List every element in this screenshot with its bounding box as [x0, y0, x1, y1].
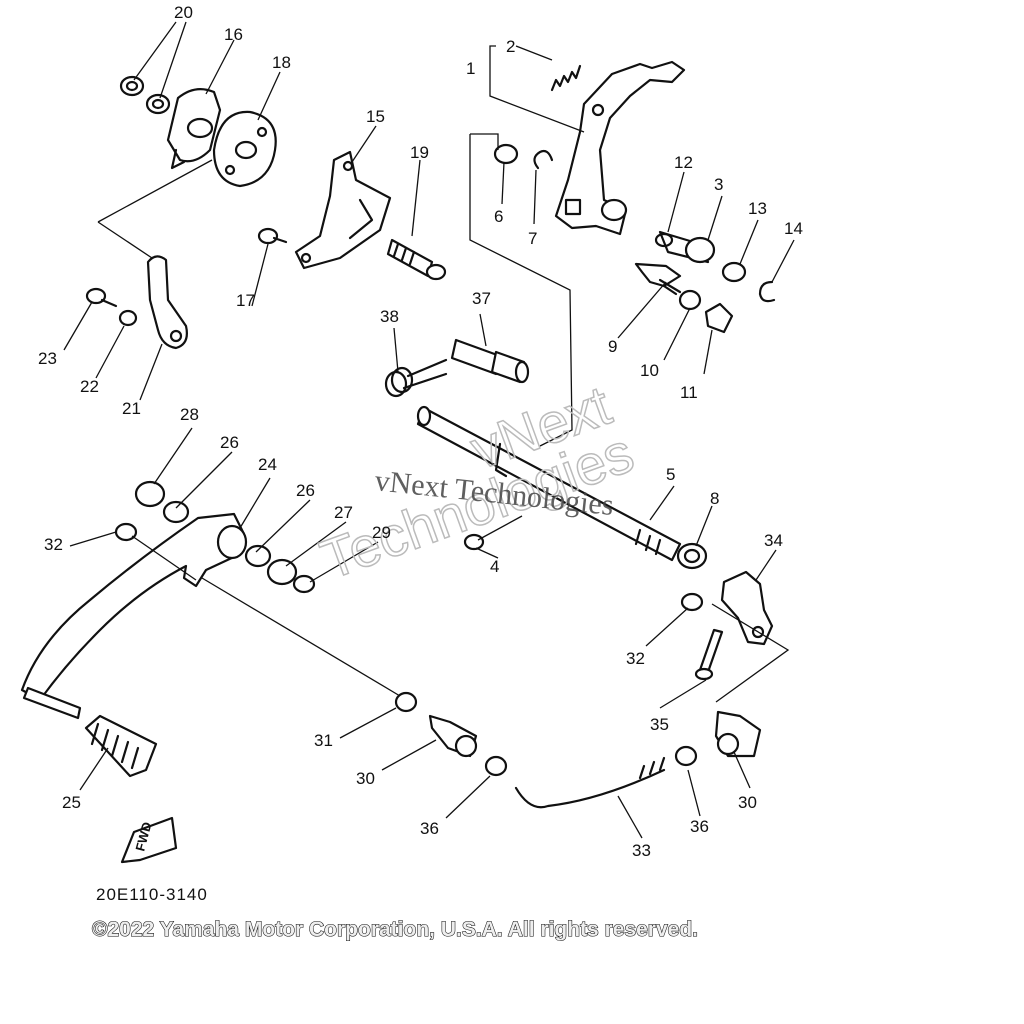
- callout-25: 25: [62, 793, 81, 812]
- leader-lines: [63, 21, 795, 839]
- part-36-nut-a: [484, 755, 508, 777]
- part-10-washer: [678, 289, 702, 311]
- callout-16: 16: [224, 25, 243, 44]
- part-37-pin: [450, 338, 530, 384]
- part-22-washer: [118, 309, 138, 327]
- callout-32-b: 32: [626, 649, 645, 668]
- callout-19: 19: [410, 143, 429, 162]
- part-30-joint-b: [714, 710, 762, 758]
- part-26-oring-b: [244, 544, 272, 568]
- part-26-oring-a: [162, 500, 190, 524]
- part-32-nut-a: [114, 522, 138, 542]
- callout-36-b: 36: [690, 817, 709, 836]
- callout-4: 4: [490, 557, 499, 576]
- callout-26-b: 26: [296, 481, 315, 500]
- part-25-rubber: [84, 714, 158, 778]
- part-1-shift-lever: [554, 60, 686, 236]
- part-16-cam-plate: [166, 87, 222, 170]
- callout-6: 6: [494, 207, 503, 226]
- part-2-spring: [550, 64, 582, 92]
- callout-38: 38: [380, 307, 399, 326]
- callout-28: 28: [180, 405, 199, 424]
- callout-2: 2: [506, 37, 515, 56]
- callout-35: 35: [650, 715, 669, 734]
- callout-36-a: 36: [420, 819, 439, 838]
- callout-27: 27: [334, 503, 353, 522]
- callout-34: 34: [764, 531, 783, 550]
- callout-18: 18: [272, 53, 291, 72]
- callout-37: 37: [472, 289, 491, 308]
- part-9-arm: [634, 262, 682, 296]
- callout-8: 8: [710, 489, 719, 508]
- callout-13: 13: [748, 199, 767, 218]
- part-8-seal: [676, 542, 708, 570]
- callout-10: 10: [640, 361, 659, 380]
- part-28-washer: [134, 480, 166, 508]
- callout-21: 21: [122, 399, 141, 418]
- part-14-circlip: [758, 280, 776, 303]
- part-7-circlip: [533, 149, 554, 170]
- part-29-nut: [292, 574, 316, 594]
- callout-1: 1: [466, 59, 475, 78]
- callout-22: 22: [80, 377, 99, 396]
- callout-17: 17: [236, 291, 255, 310]
- part-drawings: [20, 60, 776, 864]
- callout-15: 15: [366, 107, 385, 126]
- callout-20: 20: [174, 3, 193, 22]
- part-11-block: [704, 302, 734, 334]
- callout-32-a: 32: [44, 535, 63, 554]
- callout-7: 7: [528, 229, 537, 248]
- callout-29: 29: [372, 523, 391, 542]
- part-35-bolt: [694, 628, 724, 681]
- part-17-bolt: [257, 227, 288, 245]
- part-30-joint-a: [428, 714, 478, 758]
- callout-9: 9: [608, 337, 617, 356]
- copyright-notice: ©2022 Yamaha Motor Corporation, U.S.A. A…: [92, 918, 698, 941]
- part-24-shift-pedal: [20, 512, 248, 720]
- part-6-washer: [493, 143, 519, 165]
- part-4-nut: [463, 533, 485, 551]
- part-33-rod: [514, 756, 666, 809]
- part-15-bracket: [294, 150, 392, 270]
- part-31-washer: [394, 691, 418, 713]
- callout-30-b: 30: [738, 793, 757, 812]
- fwd-label: FWD: [132, 820, 154, 852]
- callout-labels: 1 2 3 4 5 6 7 8 9 10 11 12 13 14 15 16 1…: [38, 3, 803, 860]
- part-34-lever: [720, 570, 774, 646]
- watermark: vNext Technologies vNext Technologies: [312, 372, 642, 592]
- callout-14: 14: [784, 219, 803, 238]
- callout-11: 11: [680, 383, 698, 402]
- fwd-arrow-icon: [120, 816, 178, 864]
- callout-24: 24: [258, 455, 277, 474]
- callout-26-a: 26: [220, 433, 239, 452]
- part-32-nut-b: [680, 592, 704, 612]
- part-36-nut-b: [674, 745, 698, 767]
- callout-12: 12: [674, 153, 693, 172]
- part-19-shaft: [386, 238, 447, 281]
- callout-3: 3: [714, 175, 723, 194]
- part-13-washer: [721, 261, 747, 283]
- callout-23: 23: [38, 349, 57, 368]
- callout-30-a: 30: [356, 769, 375, 788]
- diagram-code: 20E110-3140: [96, 885, 208, 904]
- callout-31: 31: [314, 731, 333, 750]
- part-5-shift-shaft: [416, 405, 682, 562]
- part-18-stopper-plate: [212, 110, 277, 188]
- part-38-spring: [384, 358, 448, 398]
- part-21-lever: [146, 255, 188, 350]
- part-20-nuts: [119, 75, 171, 115]
- callout-33: 33: [632, 841, 651, 860]
- callout-5: 5: [666, 465, 675, 484]
- part-23-bolt: [85, 287, 118, 308]
- part-27-washer: [266, 558, 298, 586]
- part-3-12-collar: [654, 230, 716, 264]
